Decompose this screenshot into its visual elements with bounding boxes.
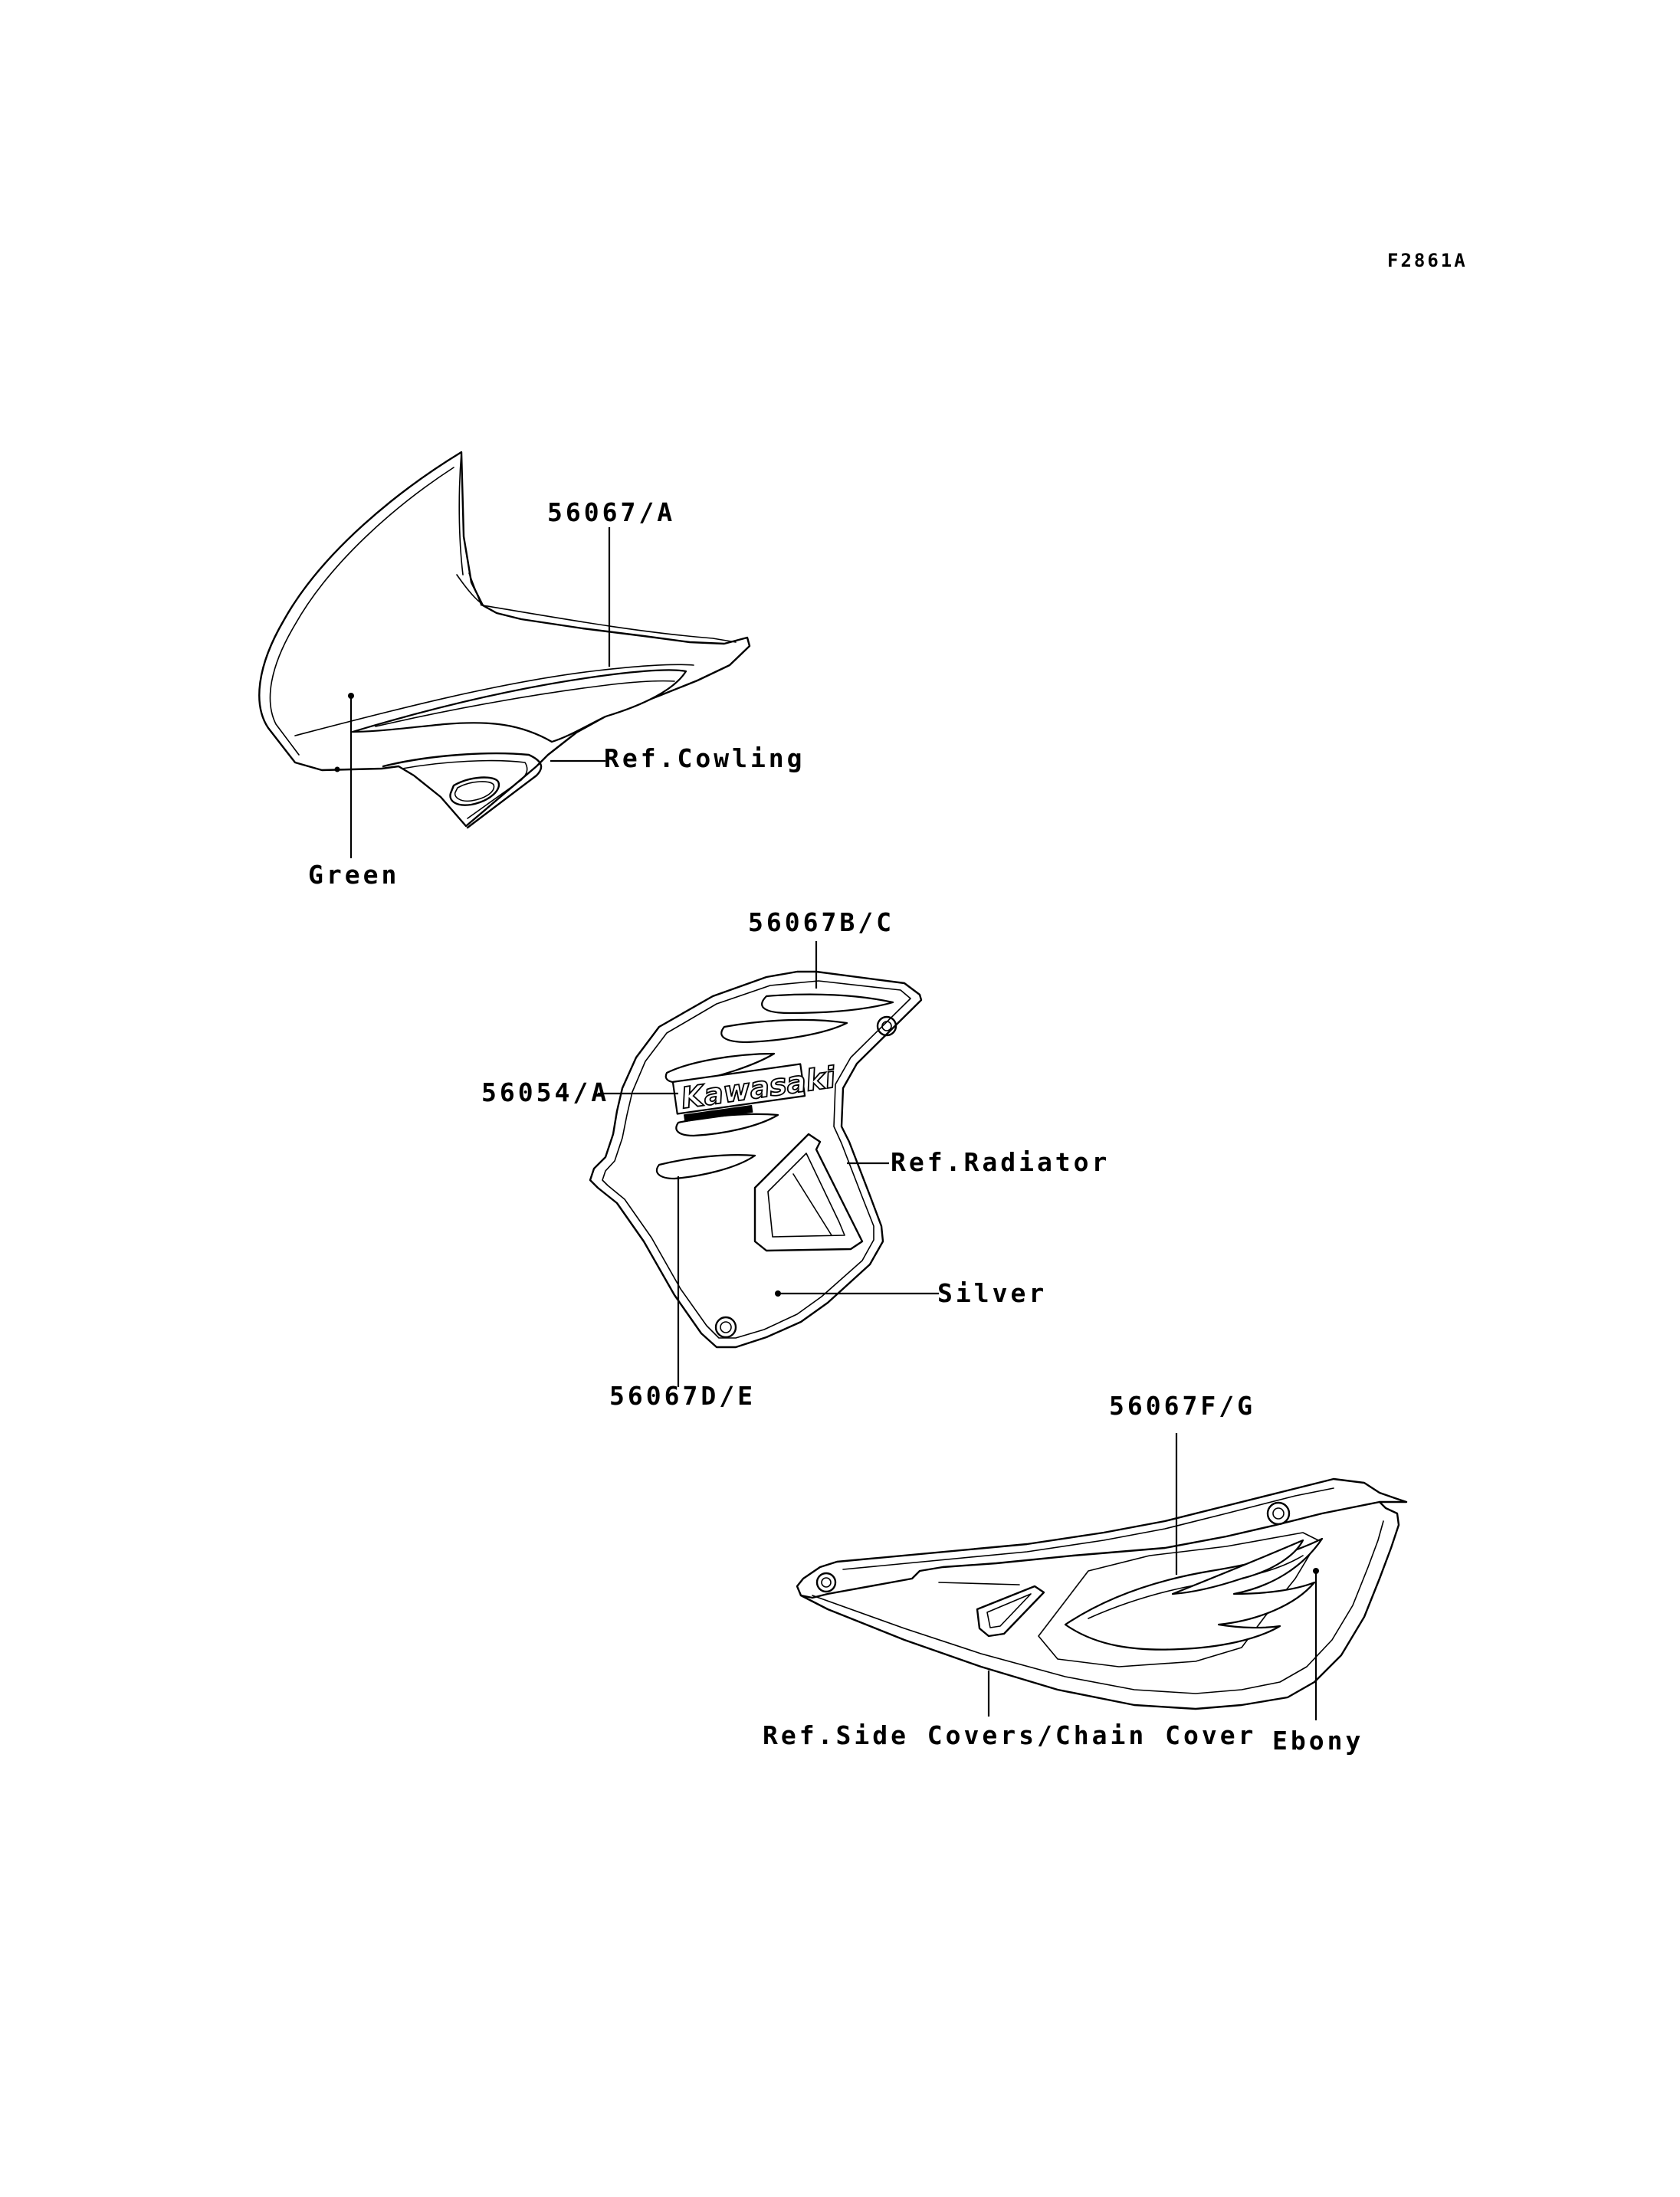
cowling-decal-stripe — [351, 669, 687, 743]
cowling-vent-inner — [454, 781, 495, 802]
side-cover-bolt-rear — [1266, 1501, 1291, 1526]
side-cover-bolt-front-inner — [821, 1577, 832, 1588]
part-number-56067BC: 56067B/C — [748, 907, 894, 937]
part-number-56067A: 56067/A — [547, 497, 675, 527]
silver-color-point — [775, 1290, 781, 1297]
cowling-inner-edge — [269, 467, 454, 756]
radiator-shroud-inner — [602, 980, 911, 1339]
side-cover-slot-line — [938, 1582, 1020, 1585]
radiator-bolt-lower-inner — [720, 1321, 732, 1333]
radiator-shroud-outline — [589, 970, 923, 1349]
kawasaki-emblem-plate — [671, 1063, 806, 1115]
cowling-lower-panel — [382, 752, 543, 829]
part-number-56067DE: 56067D/E — [609, 1381, 756, 1411]
cowling-screw-hole — [334, 766, 340, 772]
radiator-side-vent-inner — [767, 1153, 845, 1238]
side-cover-top-edge — [842, 1487, 1334, 1570]
cowling-vent-frame — [402, 759, 528, 819]
side-cover-slot — [976, 1585, 1045, 1638]
cowling-outline — [258, 451, 751, 828]
cowling-assembly — [258, 451, 751, 829]
radiator-bolt-lower — [714, 1316, 737, 1339]
color-green-label: Green — [308, 860, 399, 890]
radiator-shroud-assembly: Kawasaki — [589, 970, 923, 1349]
figure-number: F2861A — [1387, 250, 1468, 271]
side-cover-assembly — [796, 1477, 1408, 1710]
side-cover-flame-2 — [1171, 1539, 1304, 1595]
radiator-bolt-upper-inner — [881, 1021, 892, 1031]
part-number-56054A: 56054/A — [481, 1077, 609, 1107]
cowling-vent-hole — [449, 776, 500, 806]
color-silver-label: Silver — [937, 1278, 1047, 1308]
radiator-stripe-1 — [761, 993, 894, 1015]
cowling-decal-inner — [375, 680, 675, 727]
cowling-top-crease — [456, 451, 497, 614]
green-color-point — [348, 693, 354, 699]
color-ebony-label: Ebony — [1272, 1726, 1363, 1756]
cowling-upper-line — [482, 605, 737, 643]
side-cover-outline — [796, 1477, 1408, 1599]
side-cover-inner-line — [812, 1520, 1384, 1694]
radiator-stripe-5 — [655, 1154, 756, 1180]
part-number-56067FG: 56067F/G — [1109, 1391, 1255, 1421]
ref-side-covers-label: Ref.Side Covers/Chain Cover — [763, 1720, 1256, 1750]
radiator-bolt-upper — [876, 1015, 897, 1037]
radiator-side-vent — [753, 1133, 864, 1252]
cowling-mid-line — [294, 664, 694, 736]
ebony-color-point — [1313, 1568, 1319, 1574]
side-cover-bolt-front — [815, 1572, 837, 1593]
ref-cowling-label: Ref.Cowling — [604, 743, 806, 773]
kawasaki-emblem-subtext — [683, 1104, 753, 1123]
side-cover-body — [799, 1500, 1400, 1710]
side-cover-bolt-rear-inner — [1272, 1507, 1285, 1520]
radiator-stripe-2 — [720, 1018, 848, 1044]
side-cover-panel — [1038, 1532, 1319, 1667]
side-cover-slot-inner — [986, 1593, 1032, 1628]
ref-radiator-label: Ref.Radiator — [891, 1147, 1110, 1177]
